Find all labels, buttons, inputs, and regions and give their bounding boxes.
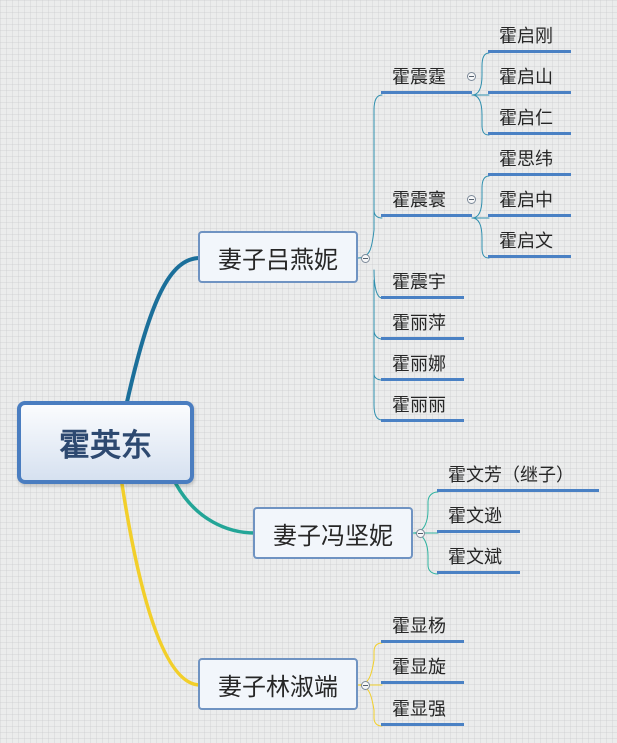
child-topic[interactable]: 霍文斌 bbox=[437, 545, 520, 574]
wife-topic-2[interactable]: 妻子冯坚妮 bbox=[253, 507, 413, 559]
collapse-toggle-wife-1[interactable] bbox=[361, 254, 370, 263]
connector-root-wife-1 bbox=[125, 256, 202, 404]
collapse-toggle-huo-zhenhuan[interactable] bbox=[467, 195, 476, 204]
grandchild-topic[interactable]: 霍思纬 bbox=[488, 147, 571, 176]
child-topic[interactable]: 霍显旋 bbox=[381, 655, 464, 684]
connector-root-wife-3 bbox=[120, 482, 202, 687]
collapse-toggle-huo-zhenting[interactable] bbox=[467, 72, 476, 81]
root-topic[interactable]: 霍英东 bbox=[17, 401, 194, 484]
child-topic[interactable]: 霍显杨 bbox=[381, 614, 464, 643]
grandchild-topic[interactable]: 霍启刚 bbox=[488, 24, 571, 53]
child-topic[interactable]: 霍震宇 bbox=[381, 270, 464, 299]
child-topic[interactable]: 霍丽萍 bbox=[381, 311, 464, 340]
child-topic[interactable]: 霍丽丽 bbox=[381, 393, 464, 422]
grandchild-topic[interactable]: 霍启山 bbox=[488, 65, 571, 94]
child-topic[interactable]: 霍丽娜 bbox=[381, 352, 464, 381]
collapse-toggle-wife-2[interactable] bbox=[416, 529, 425, 538]
child-topic[interactable]: 霍震霆 bbox=[381, 65, 472, 94]
wife-topic-3[interactable]: 妻子林淑端 bbox=[198, 658, 358, 710]
wife-topic-1[interactable]: 妻子吕燕妮 bbox=[198, 231, 358, 283]
child-topic[interactable]: 霍震寰 bbox=[381, 188, 472, 217]
grandchild-topic[interactable]: 霍启中 bbox=[488, 188, 571, 217]
collapse-toggle-wife-3[interactable] bbox=[361, 681, 370, 690]
connector-root-wife-2 bbox=[174, 482, 257, 535]
grandchild-topic[interactable]: 霍启文 bbox=[488, 229, 571, 258]
child-topic[interactable]: 霍文芳（继子） bbox=[437, 463, 599, 492]
child-topic[interactable]: 霍显强 bbox=[381, 697, 464, 726]
child-topic[interactable]: 霍文逊 bbox=[437, 504, 520, 533]
grandchild-topic[interactable]: 霍启仁 bbox=[488, 106, 571, 135]
